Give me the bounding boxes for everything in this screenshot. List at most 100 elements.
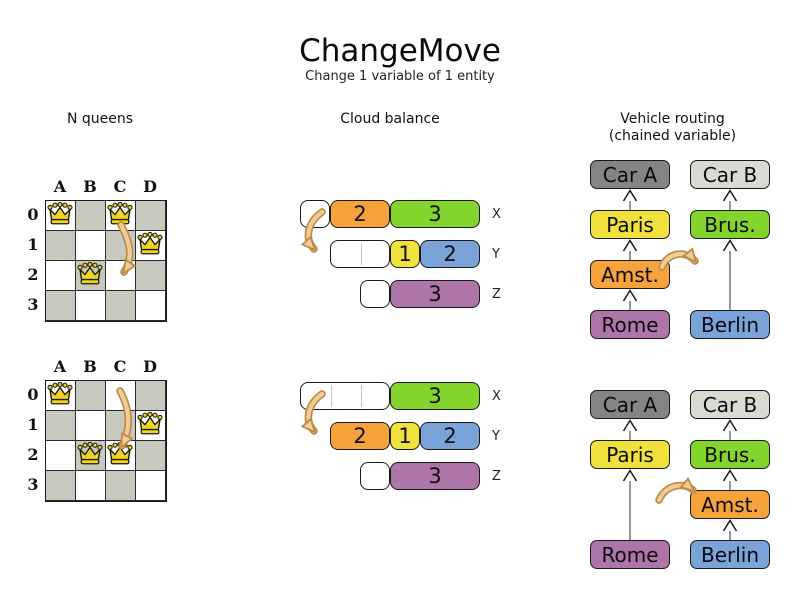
chain-arrowhead-icon [622,189,638,202]
board-cell [76,201,106,231]
board-col-label: D [143,357,157,376]
board-cell [46,201,76,231]
board-cell [46,231,76,261]
vr-node: Rome [590,310,670,339]
cloud-bar-process: 2 [330,422,390,450]
board-row-label: 3 [27,295,39,314]
cloud-bar-process: 3 [390,382,480,410]
board-row-label: 1 [27,235,39,254]
cloud-bar-process: 3 [390,200,480,228]
empty-slot-divider [361,243,362,265]
chain-arrowhead-icon [622,469,638,482]
page-title: ChangeMove [299,33,501,69]
board-cell [136,471,166,501]
board-cell [106,381,136,411]
board-col-label: A [53,357,67,376]
board-row-label: 2 [27,445,39,464]
cloud-bar-empty [330,240,390,268]
vehicle-routing-header-line1: Vehicle routing [620,111,725,127]
page-subtitle: Change 1 variable of 1 entity [305,69,495,84]
board-col-label: C [113,177,127,196]
vr-node: Car A [590,160,670,189]
board-cell [106,291,136,321]
board-row-label: 2 [27,265,39,284]
vehicle-routing-header-line2: (chained variable) [608,128,737,144]
board-cell [46,381,76,411]
cloud-computer-label: X [492,207,501,222]
board-cell [136,291,166,321]
empty-slot-divider [361,385,362,407]
cloud-bar-process: 2 [330,200,390,228]
board-cell [46,411,76,441]
vr-node: Car B [690,160,770,189]
board-cell [76,441,106,471]
chain-arrowhead-icon [622,419,638,432]
board-cell [136,201,166,231]
vr-node: Car B [690,390,770,419]
board-cell [136,441,166,471]
vr-node: Paris [590,440,670,469]
board-cell [106,231,136,261]
vr-node: Paris [590,210,670,239]
board-cell [46,471,76,501]
board-cell [46,441,76,471]
column-header-cloud-balance: Cloud balance [340,111,440,127]
chess-board [45,200,167,322]
cloud-bar-empty [360,462,390,490]
vr-node: Car A [590,390,670,419]
board-cell [46,291,76,321]
cloud-computer-label: Y [492,247,500,262]
cloud-computer-label: Z [492,469,501,484]
cloud-bar-process: 3 [390,280,480,308]
vr-node: Berlin [690,310,770,339]
cloud-bar-empty [300,200,330,228]
vr-node: Amst. [590,260,670,289]
board-cell [76,291,106,321]
board-cell [76,231,106,261]
cloud-computer-label: Z [492,287,501,302]
vr-node: Brus. [690,440,770,469]
board-cell [136,381,166,411]
cloud-computer-label: Y [492,429,500,444]
board-row-label: 1 [27,415,39,434]
board-col-label: B [83,177,97,196]
cloud-bar-process: 1 [390,240,420,268]
board-row-label: 3 [27,475,39,494]
cloud-bar-empty [300,382,390,410]
cloud-bar-process: 2 [420,422,480,450]
board-cell [136,231,166,261]
chain-arrowhead-icon [622,239,638,252]
chess-board [45,380,167,502]
cloud-bar-process: 3 [390,462,480,490]
cloud-bar-empty [360,280,390,308]
board-cell [76,261,106,291]
move-arrow [656,485,693,503]
board-cell [136,411,166,441]
column-header-nqueens: N queens [66,111,134,127]
cloud-bar-process: 1 [390,422,420,450]
board-col-label: B [83,357,97,376]
vr-node: Berlin [690,540,770,569]
chain-arrowhead-icon [722,469,738,482]
board-cell [106,201,136,231]
move-arrow-outline [655,481,697,504]
board-cell [106,411,136,441]
board-cell [106,471,136,501]
vr-node: Brus. [690,210,770,239]
chain-arrowhead-icon [622,289,638,302]
chain-arrowhead-icon [722,189,738,202]
board-col-label: C [113,357,127,376]
board-col-label: D [143,177,157,196]
cloud-computer-label: X [492,389,501,404]
vr-node: Amst. [690,490,770,519]
board-row-label: 0 [27,205,39,224]
chain-arrowhead-icon [722,419,738,432]
cloud-bar-process: 2 [420,240,480,268]
column-header-vehicle-routing: Vehicle routing (chained variable) [585,111,760,145]
empty-slot-divider [331,385,332,407]
board-cell [106,261,136,291]
board-cell [76,471,106,501]
board-cell [46,261,76,291]
board-cell [76,411,106,441]
